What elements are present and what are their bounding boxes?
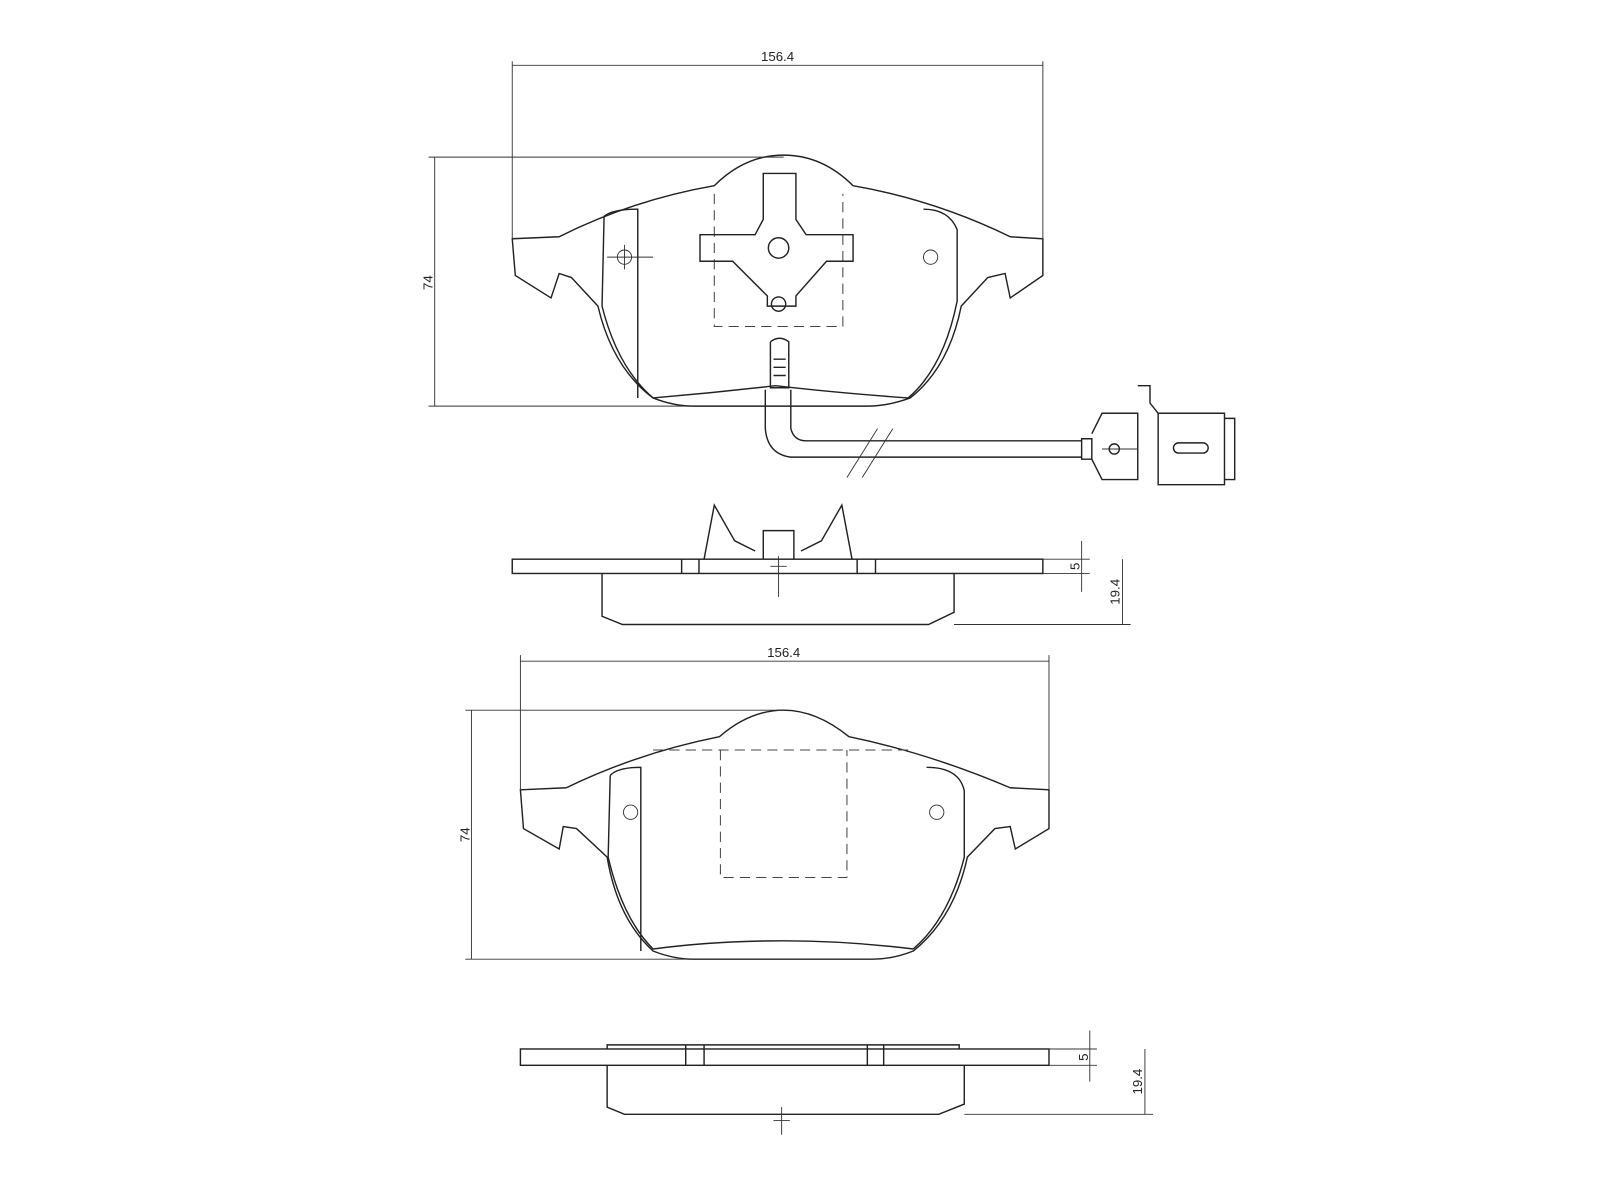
bottom-thickness-label: 19.4 xyxy=(1130,1069,1145,1095)
bottom-height-label: 74 xyxy=(457,827,472,842)
top-width-label: 156.4 xyxy=(761,49,794,64)
top-pad-front-view xyxy=(511,154,1236,486)
bottom-backing-label: 5 xyxy=(1076,1053,1091,1060)
bottom-pad-side-view: 5 19.4 xyxy=(519,1030,1154,1135)
bottom-width-label: 156.4 xyxy=(767,645,800,660)
bottom-pad-front-view xyxy=(519,709,1050,960)
top-height-label: 74 xyxy=(421,275,436,290)
top-backing-label: 5 xyxy=(1068,563,1083,570)
bottom-pad-dimensions: 156.4 74 xyxy=(457,645,1050,960)
top-pad-side-view: 5 19.4 xyxy=(511,503,1131,626)
top-pad-dimensions: 156.4 74 xyxy=(421,49,1044,407)
top-thickness-label: 19.4 xyxy=(1107,579,1122,605)
